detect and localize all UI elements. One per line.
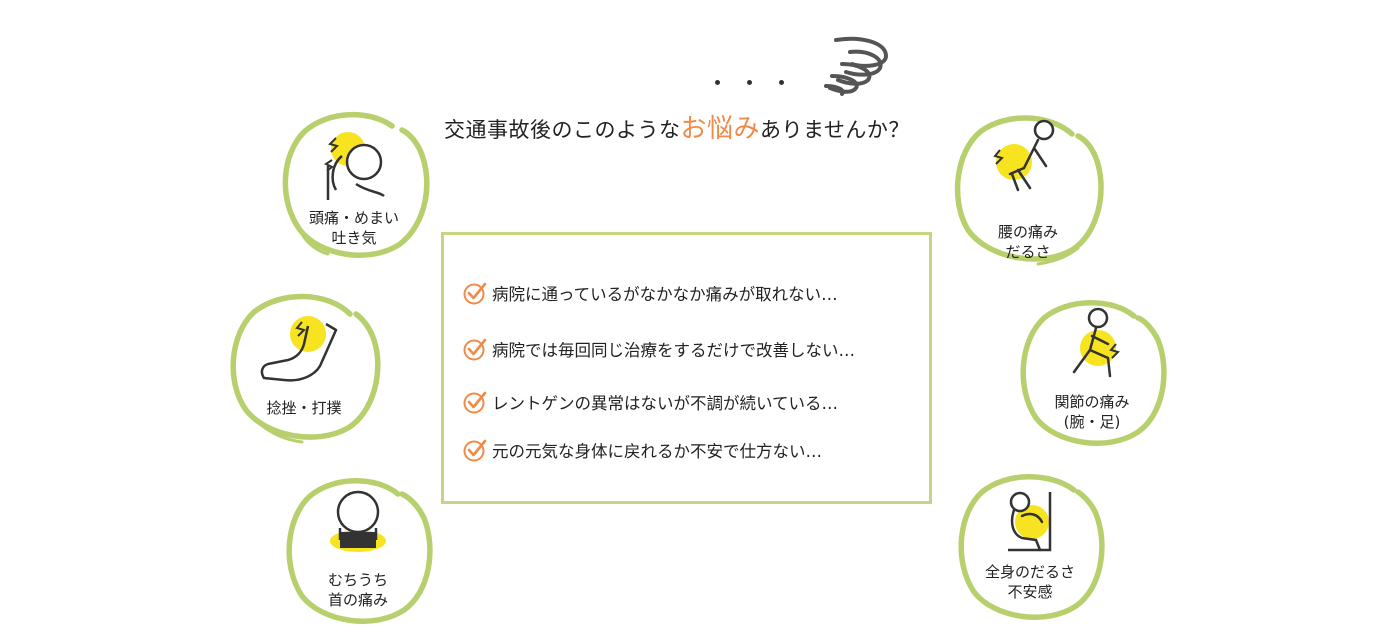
ankle-sprain-icon (260, 316, 338, 382)
symptom-sprain: 捻挫・打撲 (224, 286, 384, 446)
joint-pain-icon (1072, 307, 1120, 378)
symptom-label: 腰の痛み だるさ (997, 223, 1058, 261)
worries-box: 病院に通っているがなかなか痛みが取れない… 病院では毎回同じ治療をするだけで改善… (441, 232, 932, 504)
brush-ring (954, 115, 1104, 266)
checkmark-icon (463, 282, 487, 305)
worry-item: 病院では毎回同じ治療をするだけで改善しない… (462, 335, 855, 363)
symptom-label: むちうち 首の痛み (327, 571, 388, 609)
worry-text: 病院に通っているがなかなか痛みが取れない… (492, 285, 838, 304)
checkmark-icon (463, 439, 487, 462)
brush-ring (230, 293, 381, 444)
brush-ring (282, 111, 430, 258)
worry-text: 病院では毎回同じ治療をするだけで改善しない… (492, 341, 855, 360)
headache-icon (324, 132, 385, 200)
symptom-whiplash: むちうち 首の痛み (278, 470, 438, 630)
worry-item: 元の元気な身体に戻れるか不安で仕方ない… (462, 436, 822, 464)
section-heading: 交通事故後のこのようなお悩みありませんか？ (440, 94, 980, 144)
brush-ring (958, 474, 1105, 620)
heading-after: ありませんか？ (760, 118, 910, 142)
symptom-label: 全身のだるさ 不安感 (984, 563, 1075, 601)
symptom-label: 頭痛・めまい 吐き気 (308, 209, 399, 247)
worry-item: 病院に通っているがなかなか痛みが取れない… (462, 279, 838, 307)
heading-accent: お悩み (680, 114, 761, 144)
symptom-fatigue: 全身のだるさ 不安感 (950, 466, 1110, 626)
symptom-joint: 関節の痛み (腕・足) (1012, 292, 1172, 452)
symptom-label: 関節の痛み (腕・足) (1054, 393, 1130, 431)
heading-before: 交通事故後のこのような (444, 118, 681, 142)
heading-text: 交通事故後のこのようなお悩みありませんか？ (444, 108, 910, 145)
worry-text: 元の元気な身体に戻れるか不安で仕方ない… (492, 442, 822, 461)
worry-item: レントゲンの異常はないが不調が続いている… (462, 388, 838, 416)
emphasis-dots (707, 80, 797, 90)
worry-spiral-icon (824, 36, 889, 96)
fatigue-icon (1008, 491, 1052, 552)
symptom-lower-back: 腰の痛み だるさ (948, 108, 1108, 268)
worry-text: レントゲンの異常はないが不調が続いている… (492, 394, 839, 413)
symptom-label: 捻挫・打撲 (266, 399, 342, 417)
checkmark-icon (463, 391, 487, 414)
lower-back-pain-icon (993, 119, 1055, 192)
neck-pain-icon (330, 490, 386, 552)
brush-ring (286, 478, 433, 624)
brush-ring (1020, 300, 1167, 446)
checkmark-icon (463, 338, 487, 361)
symptom-headache: 頭痛・めまい 吐き気 (274, 104, 434, 264)
